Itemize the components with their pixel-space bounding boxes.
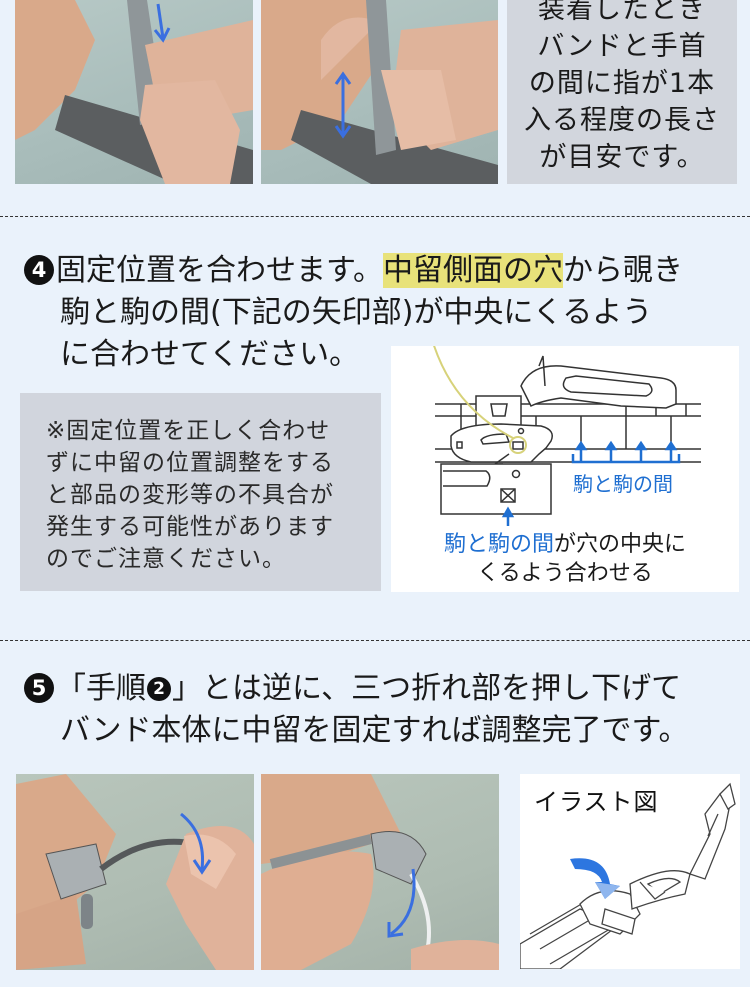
caption-text: が穴の中央に	[554, 532, 687, 557]
step4-line-2: 駒と駒の間(下記の矢印部)が中央にくるよう	[60, 295, 653, 330]
step-number-badge: 5	[24, 673, 54, 703]
warning-line: と部品の変形等の不具合が	[46, 482, 334, 508]
warning-line: ずに中留の位置調整をする	[46, 450, 334, 476]
gap-label: 駒と駒の間	[573, 472, 673, 496]
step4-line-3: に合わせてください。	[60, 337, 360, 372]
step4-text: 固定位置を合わせます。	[56, 253, 383, 288]
note-line: が目安です。	[539, 142, 705, 173]
step3-photo-1	[15, 0, 253, 184]
step5-photo-1	[16, 774, 254, 970]
step5-text: 」とは逆に、三つ折れ部を押し下げて	[172, 671, 682, 706]
step5-line-2: バンド本体に中留を固定すれば調整完了です。	[60, 713, 689, 748]
clasp-illustration-drawing	[519, 782, 736, 970]
step-reference-badge: 2	[147, 677, 171, 701]
step3-photo-1-image	[15, 0, 253, 184]
section-divider	[0, 640, 750, 641]
clasp-diagram-drawing	[433, 346, 701, 526]
diagram-caption-line-1: 駒と駒の間が穴の中央に	[391, 530, 739, 559]
clasp-illustration: イラスト図	[519, 774, 740, 970]
caption-blue-text: 駒と駒の間	[443, 532, 554, 557]
step5-photo-2-image	[261, 774, 499, 970]
note-line: 装着したとき	[538, 0, 706, 25]
diagram-caption-line-2: くるよう合わせる	[477, 561, 653, 586]
step4-highlight-text: 中留側面の穴	[383, 253, 563, 288]
step3-note-box: 装着したとき バンドと手首 の間に指が1本 入る程度の長さ が目安です。	[507, 0, 737, 184]
step3-photo-2-image	[261, 0, 498, 184]
step3-photo-2	[261, 0, 498, 184]
step4-text: から覗き	[563, 253, 683, 288]
warning-line: のでご注意ください。	[46, 546, 286, 572]
step5-photo-2	[261, 774, 499, 970]
step5-photo-1-image	[16, 774, 254, 970]
warning-line: ※固定位置を正しく合わせ	[46, 418, 331, 444]
clasp-position-diagram: 駒と駒の間 駒と駒の間が穴の中央に くるよう合わせる	[391, 346, 739, 592]
warning-box: ※固定位置を正しく合わせ ずに中留の位置調整をする と部品の変形等の不具合が 発…	[20, 393, 381, 591]
step5-text: 「手順	[56, 671, 146, 706]
section-divider	[0, 216, 750, 217]
note-line: の間に指が1本	[528, 68, 716, 99]
warning-line: 発生する可能性があります	[46, 514, 334, 540]
illustration-title: イラスト図	[534, 788, 659, 816]
note-line: バンドと手首	[537, 31, 707, 62]
note-line: 入る程度の長さ	[524, 105, 720, 136]
step-number-badge: 4	[24, 255, 54, 285]
